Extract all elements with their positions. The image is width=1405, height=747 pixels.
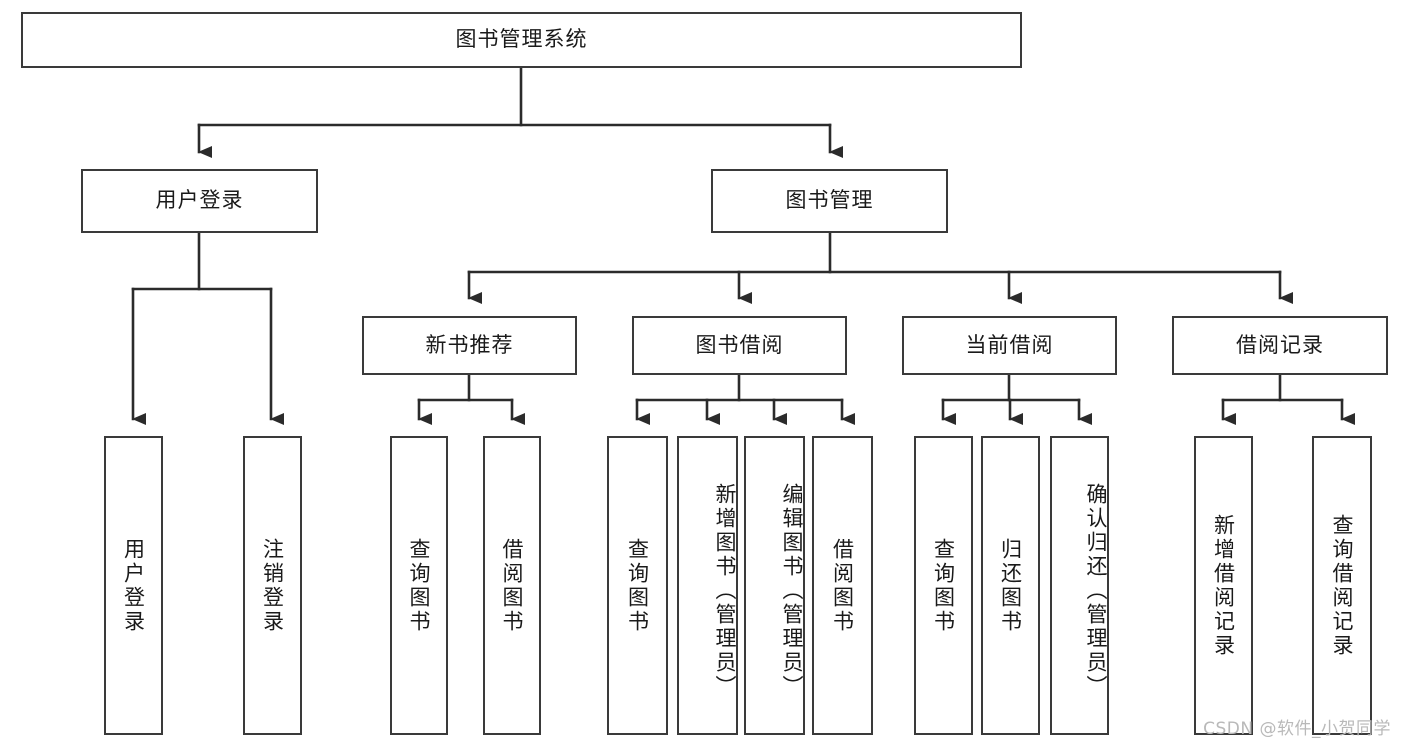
node-book-management[interactable]: 图书管理 [711,169,948,233]
node-current-borrow-label: 当前借阅 [965,332,1054,357]
leaf-user-login-logout-label: 注销登录 [260,537,285,634]
node-book-borrow[interactable]: 图书借阅 [632,316,847,375]
leaf-book-borrow-query[interactable]: 查询图书 [607,436,668,735]
node-user-login[interactable]: 用户登录 [81,169,318,233]
leaf-book-borrow-edit[interactable]: 编辑图书（管理员） [744,436,805,735]
leaf-book-borrow-add[interactable]: 新增图书（管理员） [677,436,738,735]
node-root[interactable]: 图书管理系统 [21,12,1022,68]
leaf-user-login-login-label: 用户登录 [121,537,146,634]
leaf-book-borrow-borrow-label: 借阅图书 [830,537,855,634]
node-borrow-record-label: 借阅记录 [1236,332,1324,357]
node-current-borrow[interactable]: 当前借阅 [902,316,1117,375]
leaf-borrow-record-query-label: 查询借阅记录 [1330,513,1355,658]
leaf-user-login-logout[interactable]: 注销登录 [243,436,302,735]
leaf-book-borrow-edit-label: 编辑图书（管理员） [780,482,804,699]
node-borrow-record[interactable]: 借阅记录 [1172,316,1388,375]
leaf-current-borrow-confirm-label: 确认归还（管理员） [1084,482,1108,699]
leaf-new-book-borrow-label: 借阅图书 [500,537,525,634]
leaf-new-book-query-label: 查询图书 [407,537,432,634]
node-new-book-recommend-label: 新书推荐 [425,332,514,357]
leaf-current-borrow-query[interactable]: 查询图书 [914,436,973,735]
node-new-book-recommend[interactable]: 新书推荐 [362,316,577,375]
leaf-current-borrow-query-label: 查询图书 [931,537,956,634]
node-user-login-label: 用户登录 [155,188,244,213]
leaf-book-borrow-add-label: 新增图书（管理员） [713,482,737,699]
leaf-book-borrow-query-label: 查询图书 [625,537,650,634]
leaf-borrow-record-add[interactable]: 新增借阅记录 [1194,436,1253,735]
leaf-user-login-login[interactable]: 用户登录 [104,436,163,735]
leaf-current-borrow-return-label: 归还图书 [998,537,1023,634]
leaf-current-borrow-return[interactable]: 归还图书 [981,436,1040,735]
leaf-borrow-record-add-label: 新增借阅记录 [1211,513,1236,658]
leaf-current-borrow-confirm[interactable]: 确认归还（管理员） [1050,436,1109,735]
node-root-label: 图书管理系统 [455,27,588,52]
leaf-new-book-borrow[interactable]: 借阅图书 [483,436,541,735]
node-book-management-label: 图书管理 [785,188,874,213]
leaf-new-book-query[interactable]: 查询图书 [390,436,448,735]
leaf-borrow-record-query[interactable]: 查询借阅记录 [1312,436,1372,735]
leaf-book-borrow-borrow[interactable]: 借阅图书 [812,436,873,735]
node-book-borrow-label: 图书借阅 [695,332,784,357]
